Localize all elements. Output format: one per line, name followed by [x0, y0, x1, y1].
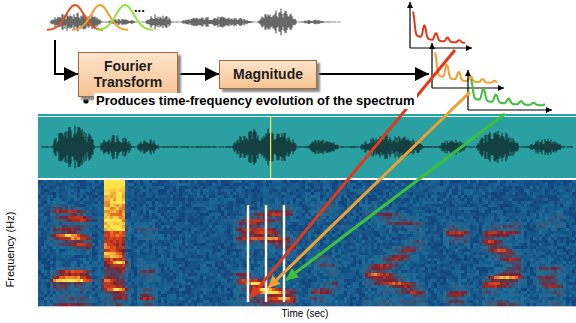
figure: Fourier TransformMagnitude...Produces ti…	[0, 0, 576, 323]
